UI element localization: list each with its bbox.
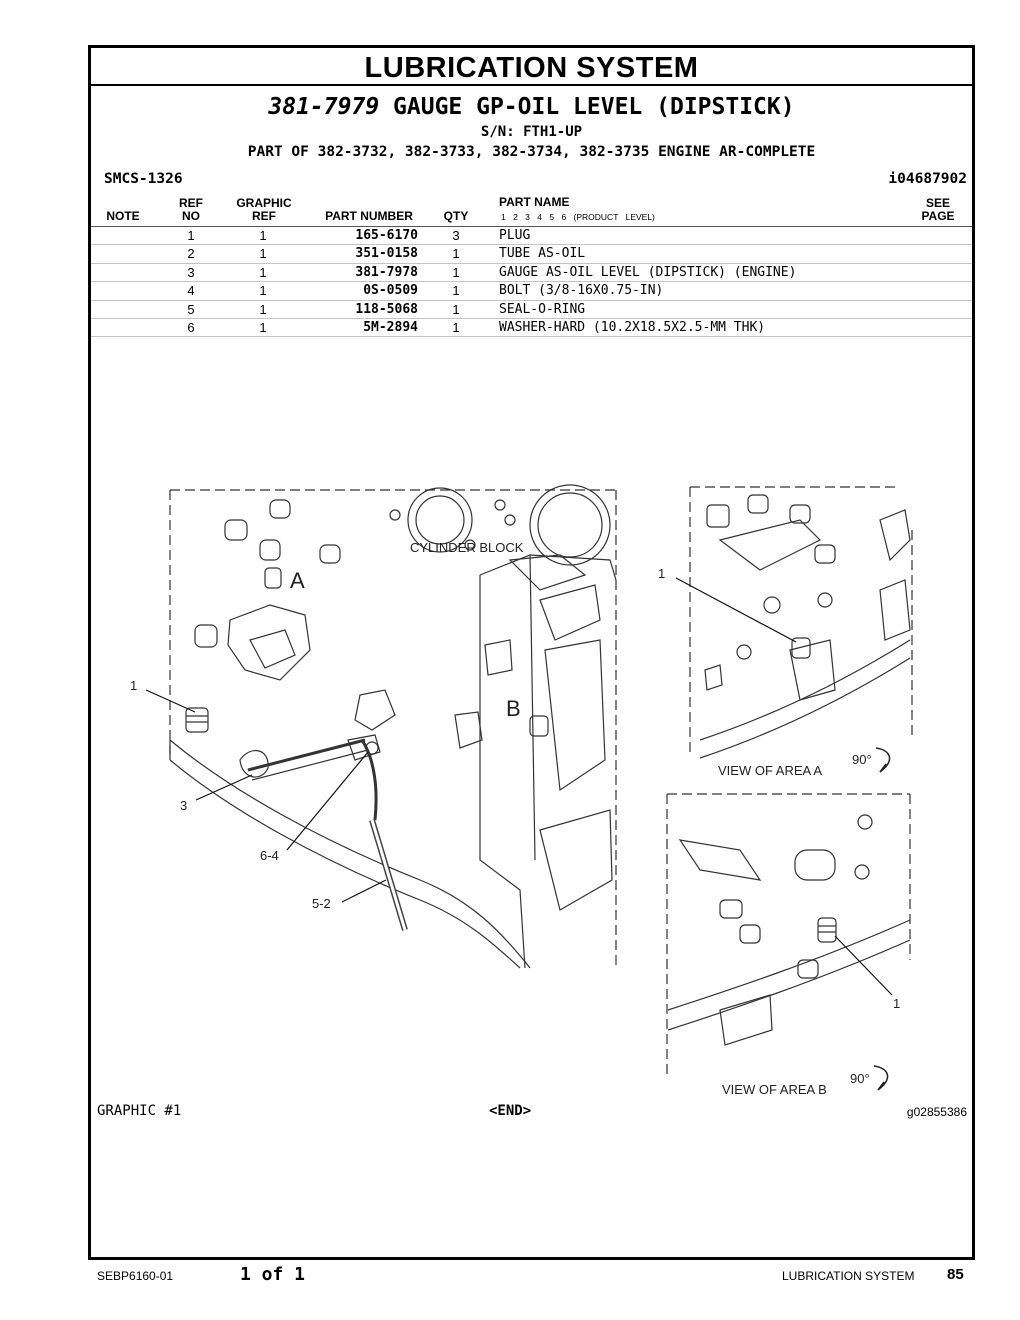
quantity: 1 — [452, 246, 460, 262]
ref-no: 6 — [187, 319, 195, 335]
quantity: 1 — [452, 319, 460, 335]
col-ref-bottom: NO — [182, 209, 200, 223]
graphic-ref: 1 — [259, 264, 267, 280]
part-number: 165-6170 — [355, 228, 418, 243]
col-note: NOTE — [106, 209, 140, 223]
callout-1-view-a: 1 — [658, 566, 665, 581]
main-view — [169, 484, 617, 969]
part-number: 381-7978 — [355, 264, 418, 280]
col-see-top: SEE — [925, 196, 950, 210]
part-name: BOLT (3/8-16X0.75-IN) — [499, 283, 664, 299]
view-b — [666, 793, 911, 1078]
callout-1-main: 1 — [130, 678, 137, 693]
table-row: 4 1 0S-0509 1 BOLT (3/8-16X0.75-IN) — [91, 282, 972, 301]
graphic-ref: 1 — [259, 319, 267, 335]
rotate-arrow-b-icon — [873, 1065, 889, 1091]
callout-5-2: 5-2 — [312, 896, 331, 911]
document-code: SEBP6160-01 — [97, 1269, 174, 1283]
quantity: 1 — [452, 301, 460, 317]
ref-no: 3 — [187, 264, 195, 280]
table-row: 5 1 118-5068 1 SEAL-O-RING — [91, 301, 972, 319]
quantity: 1 — [452, 283, 460, 299]
smcs-code: SMCS-1326 — [104, 171, 183, 187]
rotation-b-label: 90° — [850, 1071, 870, 1086]
quantity: 3 — [452, 228, 460, 243]
col-part-name: PART NAME — [499, 195, 570, 209]
part-number: 0S-0509 — [363, 283, 418, 299]
view-a — [689, 486, 913, 759]
col-see-bottom: PAGE — [921, 209, 955, 223]
parts-table: 1 1 165-6170 3 PLUG 2 1 351-0158 1 TUBE … — [91, 227, 972, 338]
col-product-level: 1 2 3 4 5 6 (PRODUCT LEVEL) — [501, 212, 655, 222]
part-heading: 381-7979 GAUGE GP-OIL LEVEL (DIPSTICK) — [91, 93, 972, 121]
ref-no: 4 — [187, 283, 195, 299]
table-row: 3 1 381-7978 1 GAUGE AS-OIL LEVEL (DIPST… — [91, 264, 972, 283]
part-of-line: PART OF 382-3732, 382-3733, 382-3734, 38… — [247, 144, 816, 160]
graphic-ref: 1 — [259, 301, 267, 317]
view-a-label: VIEW OF AREA A — [718, 763, 822, 778]
col-graphic-top: GRAPHIC — [236, 196, 292, 210]
area-b-marker: B — [506, 696, 521, 721]
footer-section-name: LUBRICATION SYSTEM — [782, 1269, 915, 1283]
callout-6-4: 6-4 — [260, 848, 279, 863]
part-name: WASHER-HARD (10.2X18.5X2.5-MM THK) — [499, 319, 766, 335]
main-view-leaders — [145, 689, 387, 903]
graphic-ref: 1 — [259, 228, 267, 243]
part-title-heading: GAUGE GP-OIL LEVEL (DIPSTICK) — [393, 94, 795, 120]
callout-1-view-b: 1 — [893, 996, 900, 1011]
ref-no: 2 — [187, 246, 195, 262]
graphic-id: g02855386 — [906, 1105, 967, 1119]
section-title: LUBRICATION SYSTEM — [91, 48, 972, 86]
table-row: 2 1 351-0158 1 TUBE AS-OIL — [91, 245, 972, 264]
view-b-label: VIEW OF AREA B — [722, 1082, 827, 1097]
table-row: 1 1 165-6170 3 PLUG — [91, 227, 972, 246]
view-b-leader — [834, 935, 893, 996]
part-number: 5M-2894 — [363, 319, 418, 335]
col-qty: QTY — [443, 209, 469, 223]
area-a-marker: A — [290, 568, 305, 593]
cylinder-block-label: CYLINDER BLOCK — [410, 540, 524, 555]
end-marker: <END> — [489, 1103, 532, 1119]
serial-number: S/N: FTH1-UP — [480, 124, 583, 140]
col-ref-top: REF — [179, 196, 203, 210]
graphic-ref: 1 — [259, 246, 267, 262]
part-name: GAUGE AS-OIL LEVEL (DIPSTICK) (ENGINE) — [499, 264, 797, 280]
ref-no: 1 — [187, 228, 195, 243]
graphic-ref: 1 — [259, 283, 267, 299]
part-name: PLUG — [499, 228, 531, 243]
part-name: TUBE AS-OIL — [499, 246, 586, 262]
view-a-leader — [675, 577, 797, 643]
rotate-arrow-a-icon — [875, 747, 891, 773]
part-number: 118-5068 — [355, 301, 418, 317]
quantity: 1 — [452, 264, 460, 280]
page-frame: LUBRICATION SYSTEM 381-7979 GAUGE GP-OIL… — [88, 45, 975, 1260]
col-part-number: PART NUMBER — [325, 209, 413, 223]
part-number: 351-0158 — [355, 246, 418, 262]
part-name: SEAL-O-RING — [499, 301, 586, 317]
document-id: i04687902 — [888, 171, 967, 187]
graphic-label: GRAPHIC #1 — [97, 1103, 182, 1119]
callout-3: 3 — [180, 798, 187, 813]
table-row: 6 1 5M-2894 1 WASHER-HARD (10.2X18.5X2.5… — [91, 319, 972, 338]
col-graphic-bottom: REF — [252, 209, 276, 223]
rotation-a-label: 90° — [852, 752, 872, 767]
ref-no: 5 — [187, 301, 195, 317]
page-count: 1 of 1 — [240, 1264, 306, 1285]
table-header: NOTE REF NO GRAPHIC REF PART NUMBER QTY … — [91, 195, 972, 227]
part-number-heading: 381-7979 — [268, 94, 380, 120]
page-number: 85 — [947, 1266, 964, 1283]
